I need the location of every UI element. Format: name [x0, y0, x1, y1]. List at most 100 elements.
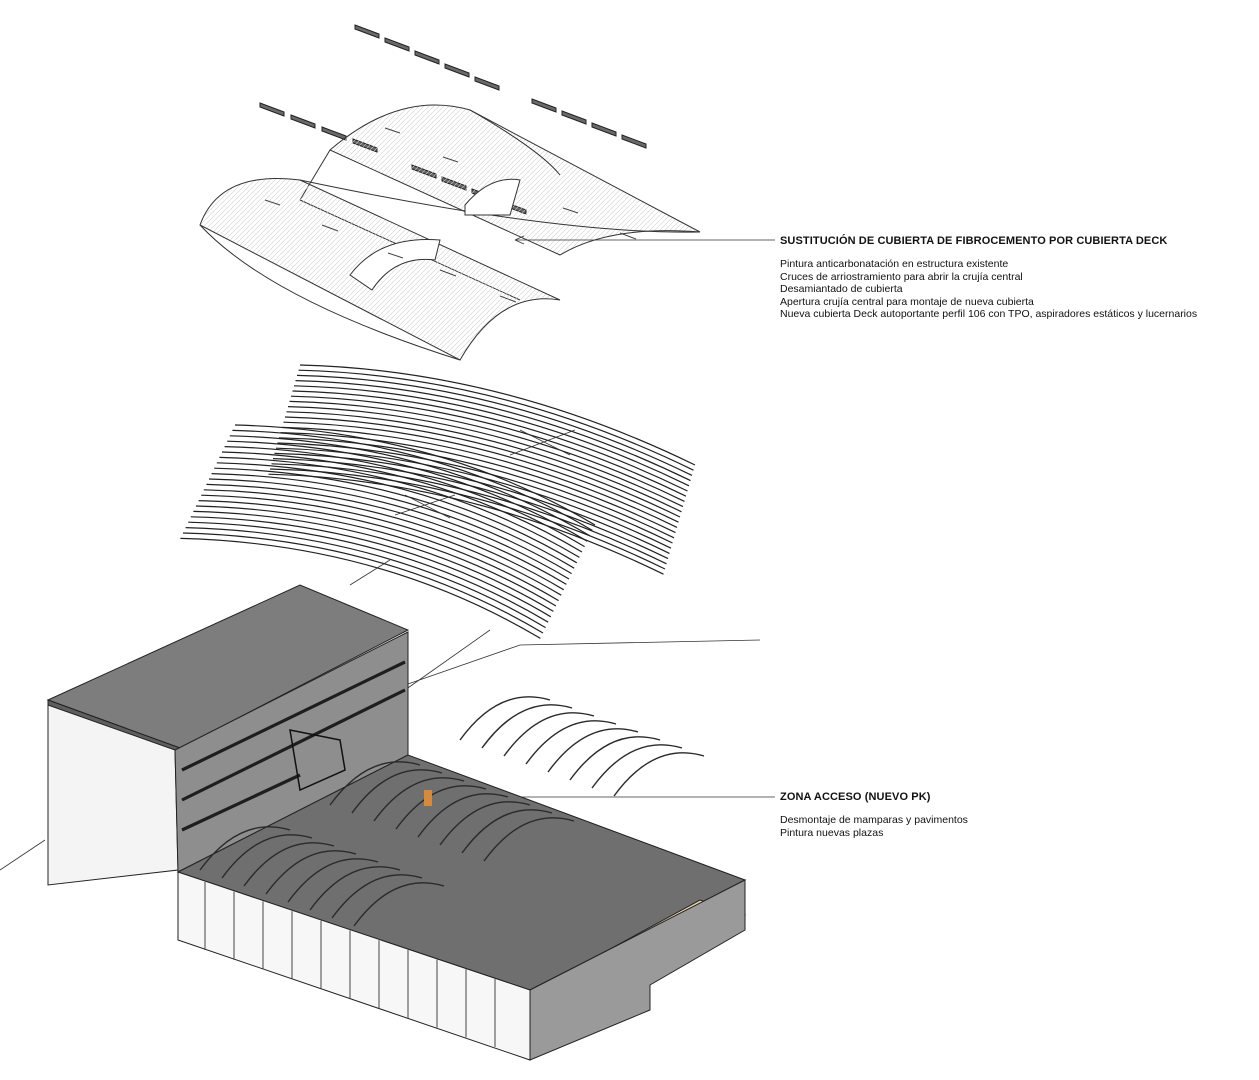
purlin	[195, 505, 557, 607]
purlin	[229, 435, 591, 537]
vault-rib	[331, 874, 423, 919]
purlin	[211, 473, 572, 575]
purlin	[268, 473, 664, 575]
purlin	[182, 532, 544, 634]
purlin	[224, 446, 585, 548]
purlin	[227, 440, 588, 542]
purlin	[203, 489, 565, 591]
external-stair	[289, 729, 346, 792]
purlin	[293, 385, 690, 487]
context-outline	[404, 639, 761, 686]
bracing-crosses	[394, 429, 576, 519]
skylight-panel	[474, 76, 500, 91]
side-facade	[529, 879, 746, 1061]
vault-rib	[329, 761, 421, 806]
purlin	[185, 527, 546, 629]
leader-explode	[349, 559, 391, 586]
annotation-title: SUSTITUCIÓN DE CUBIERTA DE FIBROCEMENTO …	[780, 235, 1168, 247]
purlin	[277, 442, 673, 544]
vault-rib	[353, 882, 445, 927]
office-windows	[181, 660, 406, 832]
vault-rib	[351, 769, 443, 814]
purlin	[201, 494, 562, 596]
skylight-panel	[621, 134, 647, 149]
vault-rib	[199, 826, 291, 871]
annotation-title: ZONA ACCESO (NUEVO PK)	[780, 791, 931, 803]
context-outline-3	[0, 839, 46, 871]
purlin	[287, 406, 684, 508]
annotation-access: ZONA ACCESO (NUEVO PK) Desmontaje de mam…	[780, 791, 968, 839]
vault-rib	[483, 817, 575, 862]
annotation-list: Pintura anticarbonatación en estructura …	[780, 258, 1197, 321]
vault-rib	[525, 720, 617, 765]
building-base	[46, 584, 747, 1061]
context-outline-2	[404, 629, 491, 691]
skylight-panel	[354, 24, 380, 39]
purlin	[281, 426, 678, 528]
vault-rib	[221, 834, 313, 879]
annotation-list: Desmontaje de mamparas y pavimentos Pint…	[780, 814, 968, 839]
vault-rib	[243, 842, 335, 887]
vault-rib	[481, 704, 573, 749]
vault-rib	[459, 696, 551, 741]
skylight-panel	[531, 98, 557, 113]
vault-rib	[569, 736, 661, 781]
skylight-panel	[321, 126, 347, 141]
skylight-panel	[384, 37, 410, 52]
annotation-item: Apertura crujía central para montaje de …	[780, 295, 1034, 308]
annotation-item: Cruces de arriostramiento para abrir la …	[780, 270, 1023, 283]
roof-opening-back	[464, 178, 521, 216]
purlin	[296, 374, 693, 476]
purlin	[292, 390, 688, 492]
vault-rib	[395, 785, 487, 830]
purlin	[188, 521, 549, 623]
vault-rib	[503, 712, 595, 757]
vault-ribs	[199, 696, 705, 927]
annotation-item: Nueva cubierta Deck autoportante perfil …	[780, 308, 1198, 321]
vault-rib	[417, 793, 509, 838]
purlin	[284, 416, 681, 518]
purlin	[299, 364, 696, 466]
annotation-item: Desmontaje de mamparas y pavimentos	[780, 814, 968, 826]
purlin	[214, 467, 575, 569]
purlin	[198, 500, 559, 602]
purlin	[289, 400, 685, 502]
vault-rib	[309, 866, 401, 911]
purlin	[221, 451, 583, 553]
purlin	[219, 456, 580, 558]
annotation-item: Desamiantado de cubierta	[780, 283, 903, 296]
vault-rib	[265, 850, 357, 895]
purlin	[234, 424, 596, 526]
purlin	[190, 516, 552, 618]
annotation-item: Pintura nuevas plazas	[780, 826, 884, 839]
skylight-panel	[290, 114, 316, 129]
purlin	[298, 369, 694, 471]
purlin	[286, 411, 682, 513]
annotation-item: Pintura anticarbonatación en estructura …	[780, 258, 1009, 270]
skylight-panel	[259, 102, 285, 117]
vault-rib	[439, 801, 531, 846]
vault-rib	[613, 752, 705, 797]
leader-roof-arrow	[514, 235, 525, 245]
facade-pilasters	[204, 882, 496, 1047]
purlin	[275, 447, 672, 549]
access-door	[424, 790, 432, 806]
leader-lines	[0, 235, 775, 871]
purlin	[180, 537, 541, 639]
vault-rib	[287, 858, 379, 903]
skylight-panel	[414, 50, 440, 65]
vault-rib	[461, 809, 553, 854]
purlin	[290, 395, 687, 497]
purlin	[216, 462, 578, 564]
purlin	[278, 437, 675, 539]
purlin	[232, 429, 593, 531]
deck-roof-shell	[199, 104, 701, 361]
skylight-panel	[591, 122, 617, 137]
vault-rib	[373, 777, 465, 822]
annotation-roof: SUSTITUCIÓN DE CUBIERTA DE FIBROCEMENTO …	[780, 235, 1197, 321]
purlin	[208, 478, 570, 580]
roof-opening-front	[349, 238, 441, 291]
purlin	[206, 483, 567, 585]
purlin	[283, 421, 679, 523]
